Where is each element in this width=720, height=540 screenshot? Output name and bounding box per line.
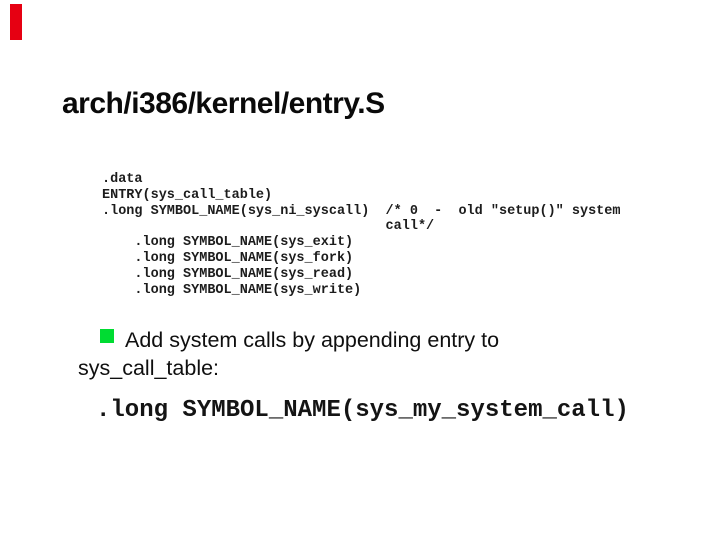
bullet-text-line1: Add system calls by appending entry to <box>125 328 500 352</box>
bullet-text-line2: sys_call_table: <box>78 355 220 380</box>
slide-title: arch/i386/kernel/entry.S <box>62 87 385 120</box>
code-snippet: .data ENTRY(sys_call_table) .long SYMBOL… <box>102 172 621 298</box>
bullet-item: Add system calls by appending entry to sy… <box>78 327 578 382</box>
red-accent-bar <box>10 4 22 40</box>
append-code-line: .long SYMBOL_NAME(sys_my_system_call) <box>96 397 629 424</box>
bullet-square-icon <box>100 329 114 343</box>
